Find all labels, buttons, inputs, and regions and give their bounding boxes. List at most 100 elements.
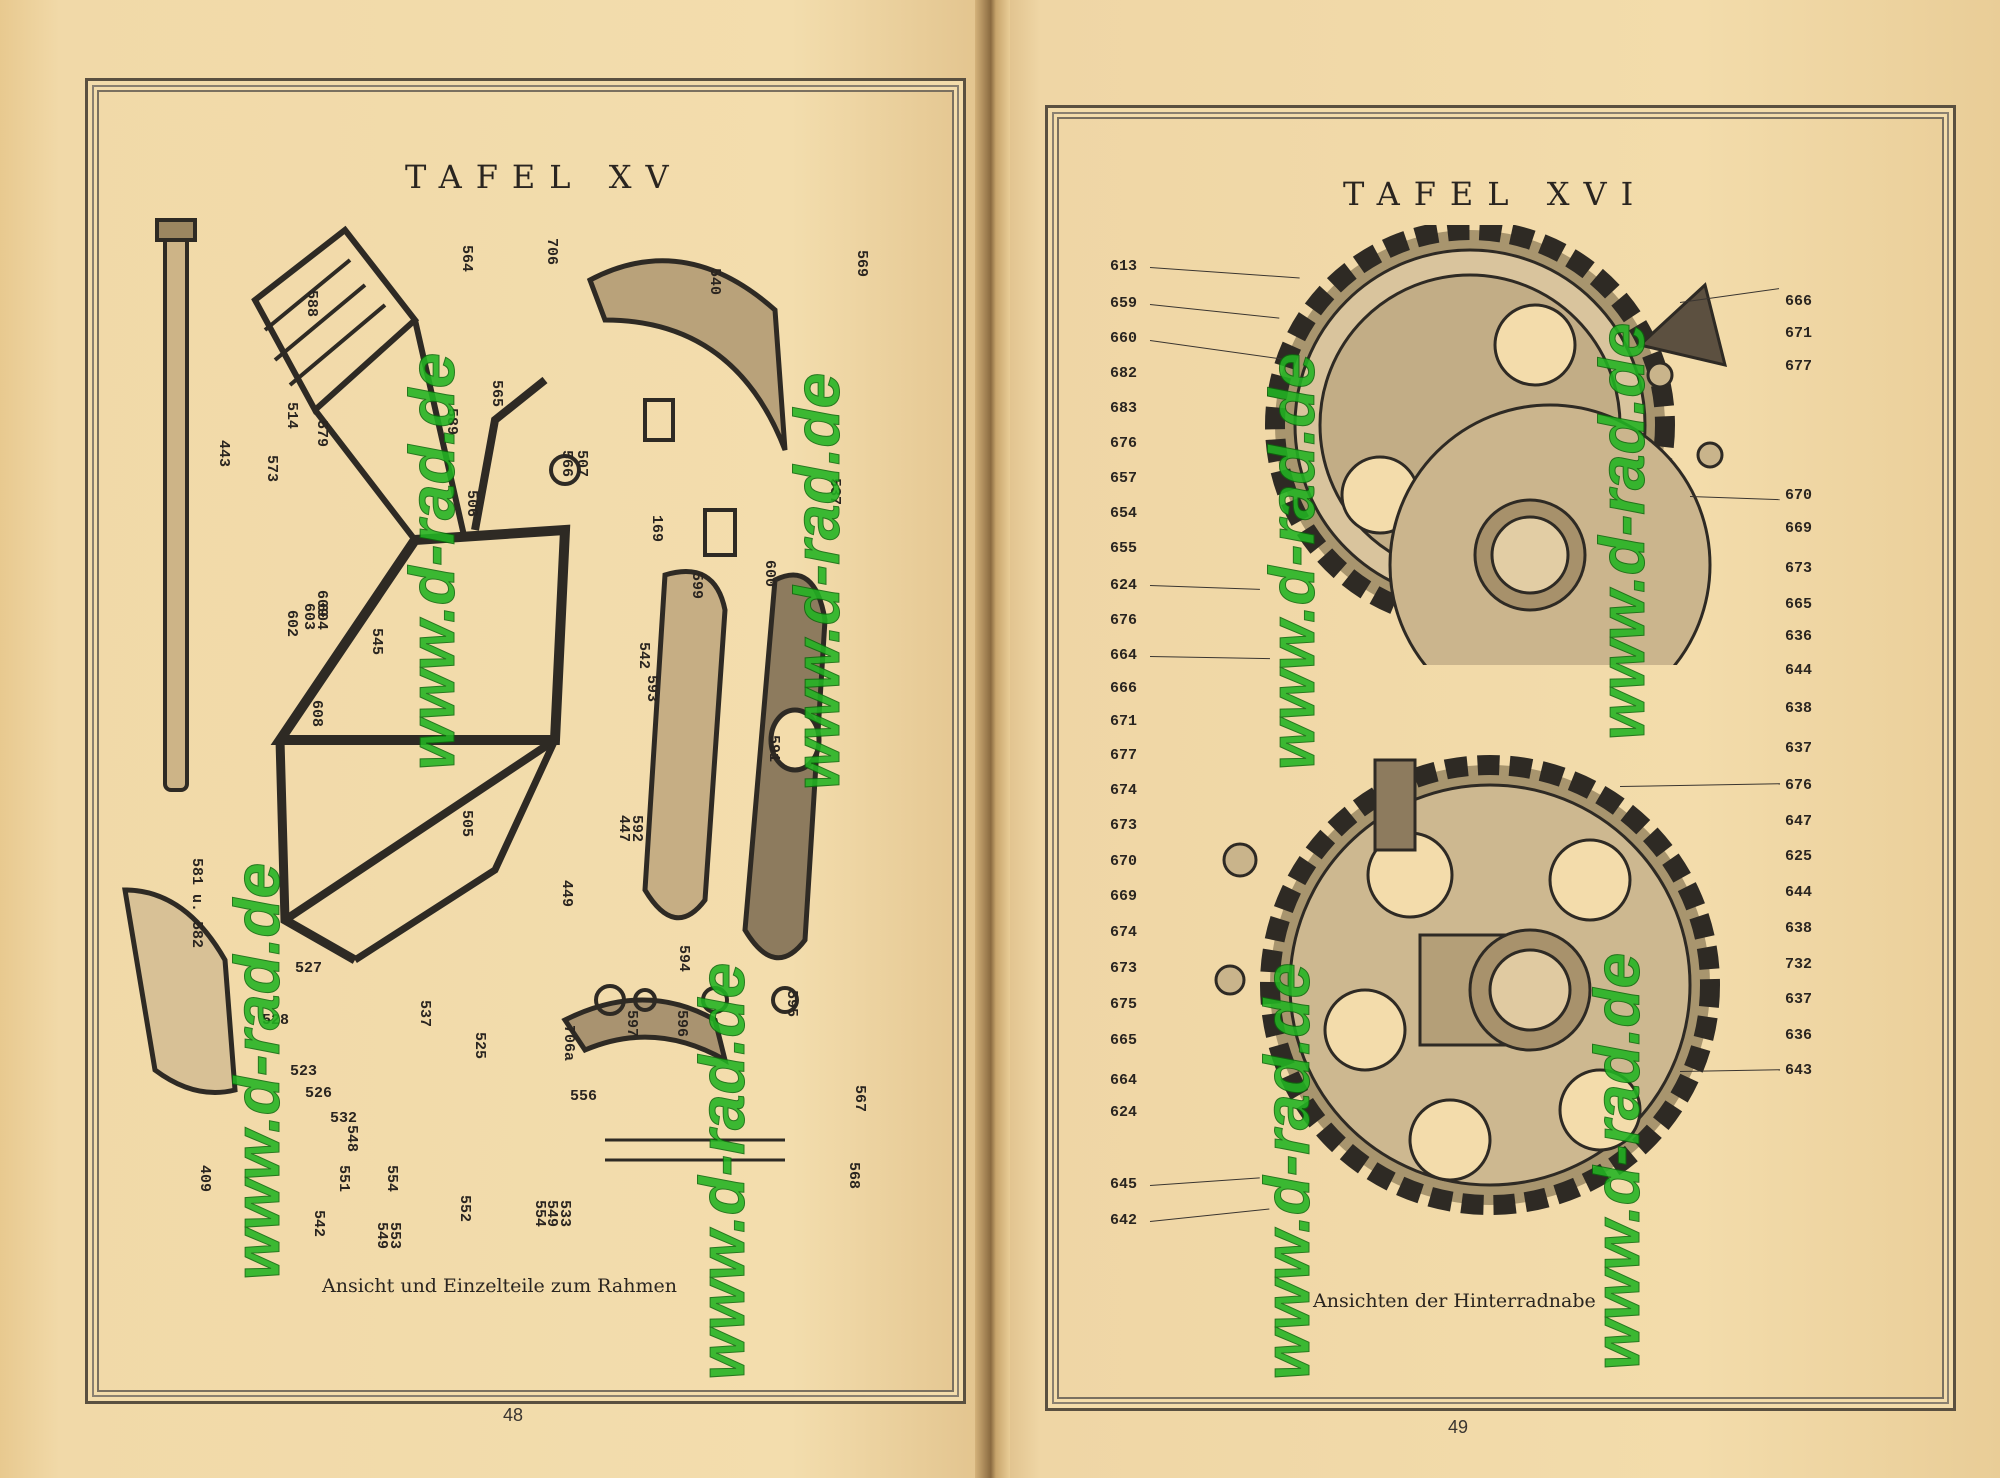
- part-number-label: 169: [648, 515, 665, 543]
- right-plate-frame: [1045, 105, 1956, 1411]
- part-number-label: 643: [1785, 1062, 1813, 1079]
- part-number-label: 532: [330, 1110, 358, 1127]
- part-number-label: 525: [471, 1032, 488, 1060]
- part-number-label: 624: [1110, 1104, 1138, 1121]
- watermark-text: www.d-rad.de: [1586, 322, 1659, 740]
- part-number-label: 523: [290, 1063, 318, 1080]
- part-number-label: 665: [1110, 1032, 1138, 1049]
- part-number-label: 548: [343, 1125, 360, 1153]
- hub-illustration-upper: [1265, 225, 1728, 665]
- part-number-label: 409: [196, 1165, 213, 1193]
- watermark-text: www.d-rad.de: [396, 352, 469, 770]
- right-page-number: 49: [1448, 1417, 1469, 1437]
- part-number-label: 655: [1110, 540, 1138, 557]
- front-fender: [586, 258, 788, 451]
- part-number-label: 624: [1110, 577, 1138, 594]
- part-number-label: 545: [368, 628, 385, 656]
- part-number-label: 706a: [560, 1025, 577, 1062]
- part-number-label: 636: [1785, 1027, 1813, 1044]
- part-number-label: 642: [1110, 1212, 1138, 1229]
- part-number-label: 556: [570, 1088, 598, 1105]
- part-number-label: 564: [458, 245, 475, 273]
- part-number-label: 666: [1110, 680, 1138, 697]
- part-number-label: 581 u. 582: [188, 858, 205, 949]
- part-number-label: 542: [310, 1210, 327, 1238]
- bicycle-frame: [270, 524, 571, 745]
- part-number-label: 604: [313, 603, 330, 631]
- part-number-label: 599: [688, 572, 705, 600]
- part-number-label: 645: [1110, 1176, 1138, 1193]
- part-number-label: 671: [1785, 325, 1813, 342]
- part-number-label: 592: [628, 815, 645, 843]
- part-number-label: 568: [845, 1162, 862, 1190]
- part-number-label: 636: [1785, 628, 1813, 645]
- part-number-label: 505: [458, 810, 475, 838]
- part-number-label: 660: [1110, 330, 1138, 347]
- watermark-text: www.d-rad.de: [686, 962, 759, 1380]
- part-number-label: 443: [215, 440, 232, 468]
- watermark-text: www.d-rad.de: [1251, 962, 1324, 1380]
- part-number-label: 644: [1785, 662, 1813, 679]
- part-number-label: 673: [1110, 960, 1138, 977]
- part-number-label: 669: [1110, 888, 1138, 905]
- part-number-label: 671: [1110, 713, 1138, 730]
- part-number-label: 676: [1110, 435, 1138, 452]
- part-number-label: 675: [1110, 996, 1138, 1013]
- part-number-label: 537: [416, 1000, 433, 1028]
- right-plate-title: TAFEL XVI: [1343, 175, 1648, 213]
- right-plate-caption: Ansichten der Hinterradnabe: [1313, 1290, 1596, 1312]
- part-number-label: 554: [383, 1165, 400, 1193]
- part-number-label: 551: [335, 1165, 352, 1193]
- part-number-label: 507: [573, 450, 590, 478]
- left-page-number: 48: [503, 1405, 524, 1425]
- watermark-text: www.d-rad.de: [781, 372, 854, 790]
- part-number-label: 676: [1785, 777, 1813, 794]
- part-number-label: 613: [1110, 258, 1138, 275]
- part-number-label: 676: [1110, 612, 1138, 629]
- part-number-label: 665: [1785, 596, 1813, 613]
- watermark-text: www.d-rad.de: [1581, 952, 1654, 1370]
- part-number-label: 647: [1785, 813, 1813, 830]
- part-number-label: 683: [1110, 400, 1138, 417]
- part-number-label: 654: [1110, 505, 1138, 522]
- part-number-label: 553: [386, 1222, 403, 1250]
- part-number-label: 527: [295, 960, 323, 977]
- part-number-label: 673: [1785, 560, 1813, 577]
- part-number-label: 595: [783, 990, 800, 1018]
- part-number-label: 565: [488, 380, 505, 408]
- part-number-label: 669: [1785, 520, 1813, 537]
- part-number-label: 552: [456, 1195, 473, 1223]
- part-number-label: 644: [1785, 884, 1813, 901]
- part-number-label: 597: [623, 1010, 640, 1038]
- part-number-label: 602: [283, 610, 300, 638]
- part-number-label: 677: [1785, 358, 1813, 375]
- left-plate-frame: [85, 78, 966, 1404]
- part-number-label: 659: [1110, 295, 1138, 312]
- part-number-label: 666: [1785, 293, 1813, 310]
- book-gutter: [975, 0, 1010, 1478]
- part-number-label: 674: [1110, 782, 1138, 799]
- axle-spindle: [163, 228, 189, 792]
- part-number-label: 526: [305, 1085, 333, 1102]
- part-number-label: 573: [263, 455, 280, 483]
- chain-guard: [642, 569, 728, 921]
- part-number-label: 540: [706, 268, 723, 296]
- saddle: [122, 887, 238, 1095]
- part-number-label: 566: [558, 450, 575, 478]
- part-number-label: 732: [1785, 956, 1813, 973]
- part-number-label: 569: [853, 250, 870, 278]
- part-number-label: 449: [558, 880, 575, 908]
- part-number-label: 682: [1110, 365, 1138, 382]
- part-number-label: 657: [1110, 470, 1138, 487]
- part-number-label: 670: [1785, 487, 1813, 504]
- part-number-label: 600: [761, 560, 778, 588]
- part-number-label: 638: [1785, 920, 1813, 937]
- left-plate-caption: Ansicht und Einzelteile zum Rahmen: [322, 1275, 677, 1297]
- watermark-text: www.d-rad.de: [221, 862, 294, 1280]
- part-number-label: 593: [643, 675, 660, 703]
- part-number-label: 625: [1785, 848, 1813, 865]
- part-number-label: 674: [1110, 924, 1138, 941]
- part-number-label: 677: [1110, 747, 1138, 764]
- watermark-text: www.d-rad.de: [1256, 352, 1329, 770]
- part-number-label: 670: [1110, 853, 1138, 870]
